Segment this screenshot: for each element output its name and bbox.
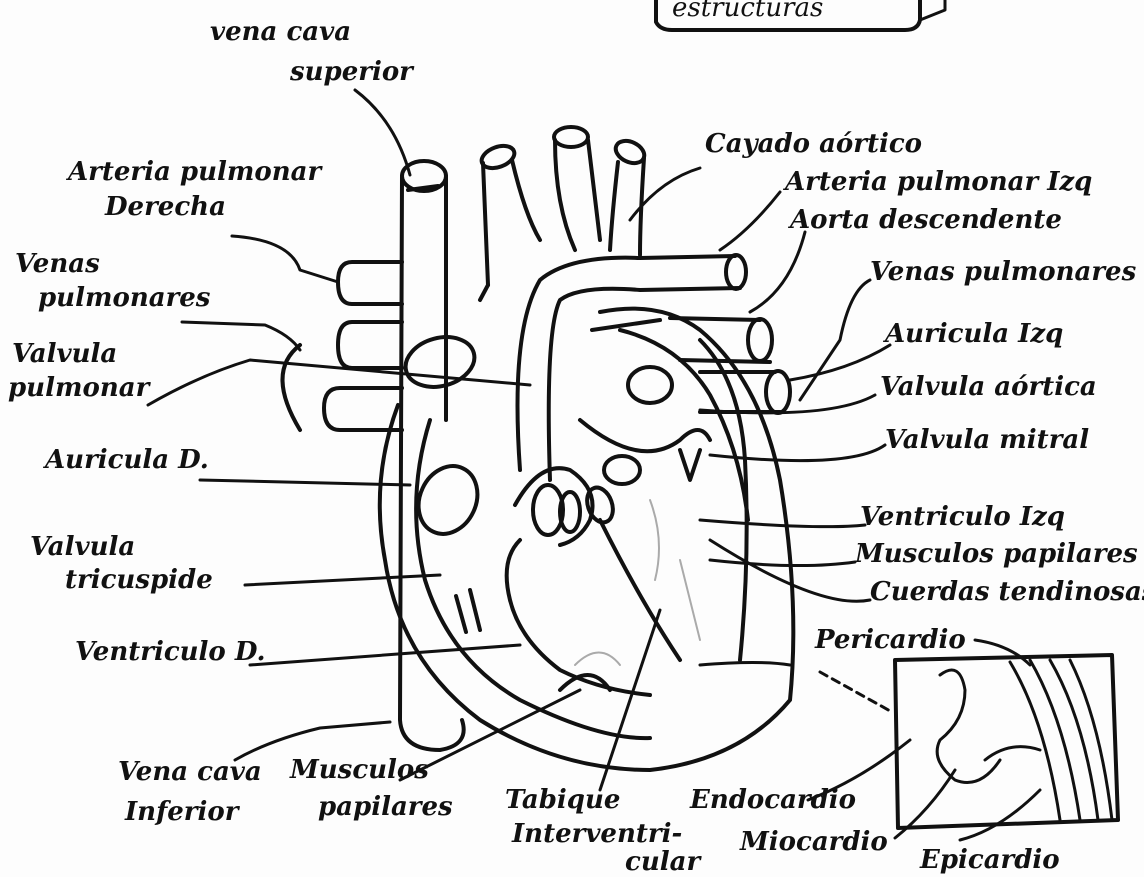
vena-cava: [400, 161, 464, 750]
label-vena-cava-superior-1: vena cava: [210, 17, 351, 47]
title-text: estructuras: [672, 0, 823, 23]
label-venas-pulmonares-der-1: Venas: [15, 249, 100, 279]
label-valvula-tricuspide-2: tricuspide: [65, 565, 213, 595]
label-ventriculo-izq: Ventriculo Izq: [860, 502, 1065, 532]
label-auricula-izq: Auricula Izq: [882, 319, 1063, 349]
label-tabique-2: Interventri-: [511, 819, 682, 849]
label-miocardio: Miocardio: [739, 827, 888, 857]
label-cuerdas-tendinosas: Cuerdas tendinosas: [870, 577, 1144, 607]
label-venas-pulmonares-der-2: pulmonares: [38, 283, 211, 313]
label-cayado-aortico: Cayado aórtico: [705, 129, 922, 159]
label-aorta-descendente: Aorta descendente: [787, 205, 1062, 235]
label-epicardio: Epicardio: [919, 845, 1060, 875]
label-vena-cava-inferior-1: Vena cava: [118, 757, 262, 787]
chambers: [408, 367, 710, 695]
label-arteria-pulmonar-der-1: Arteria pulmonar: [65, 157, 323, 187]
label-valvula-pulmonar-1: Valvula: [12, 339, 117, 369]
label-arteria-pulmonar-der-2: Derecha: [104, 192, 226, 222]
label-ventriculo-d: Ventriculo D.: [75, 637, 266, 667]
label-endocardio: Endocardio: [689, 785, 856, 815]
label-valvula-aortica: Valvula aórtica: [880, 372, 1097, 402]
label-tabique-1: Tabique: [505, 785, 620, 815]
label-valvula-tricuspide-1: Valvula: [30, 532, 135, 562]
pericardium-detail: [820, 655, 1118, 828]
aortic-arch: [479, 127, 648, 300]
label-valvula-pulmonar-2: pulmonar: [8, 373, 152, 403]
label-musculos-papilares-1: Musculos: [289, 755, 429, 785]
label-pericardio: Pericardio: [814, 625, 966, 655]
pulmonary-trunk: [518, 255, 747, 480]
labels-left: vena cava superior Arteria pulmonar Dere…: [8, 17, 702, 877]
label-vena-cava-superior-2: superior: [289, 57, 415, 87]
label-musculos-papilares-izq: Musculos papilares: [854, 539, 1138, 569]
label-venas-pulmonares-izq: Venas pulmonares: [870, 257, 1137, 287]
labels-right: Cayado aórtico Arteria pulmonar Izq Aort…: [689, 129, 1144, 875]
label-tabique-3: cular: [625, 847, 702, 877]
label-arteria-pulmonar-izq: Arteria pulmonar Izq: [782, 167, 1092, 197]
right-pulmonary-veins: [283, 262, 481, 430]
label-auricula-d: Auricula D.: [42, 445, 209, 475]
label-valvula-mitral: Valvula mitral: [885, 425, 1089, 455]
title-box: estructuras: [656, 0, 945, 30]
label-vena-cava-inferior-2: Inferior: [124, 797, 241, 827]
label-musculos-papilares-2: papilares: [318, 792, 453, 822]
